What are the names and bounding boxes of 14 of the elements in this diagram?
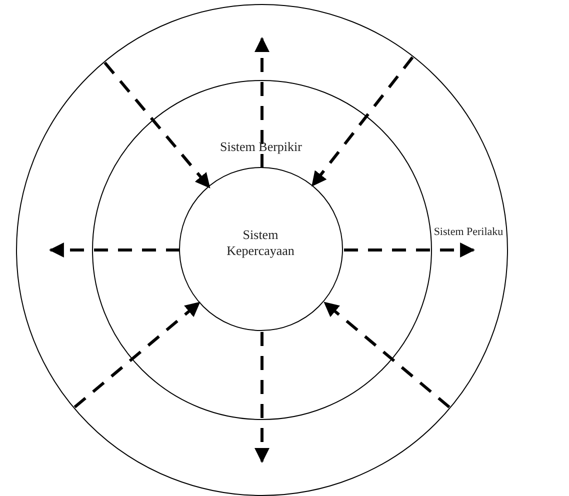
outer-ring — [16, 4, 508, 496]
dashed-arrow — [104, 62, 210, 188]
ring-label: Sistem Berpikir — [219, 139, 303, 155]
dashed-arrow — [254, 332, 270, 464]
dashed-arrow — [311, 56, 414, 187]
dashed-arrow — [324, 302, 450, 408]
inner-circle — [179, 167, 343, 331]
dashed-arrow — [344, 242, 476, 258]
ring-label: Sistem Perilaku — [432, 226, 504, 238]
dashed-arrow — [48, 242, 180, 258]
dashed-arrow — [74, 302, 200, 408]
dashed-arrow — [254, 36, 270, 168]
circle-label: Sistem Kepercayaan — [226, 226, 296, 258]
middle-ring — [92, 80, 432, 420]
